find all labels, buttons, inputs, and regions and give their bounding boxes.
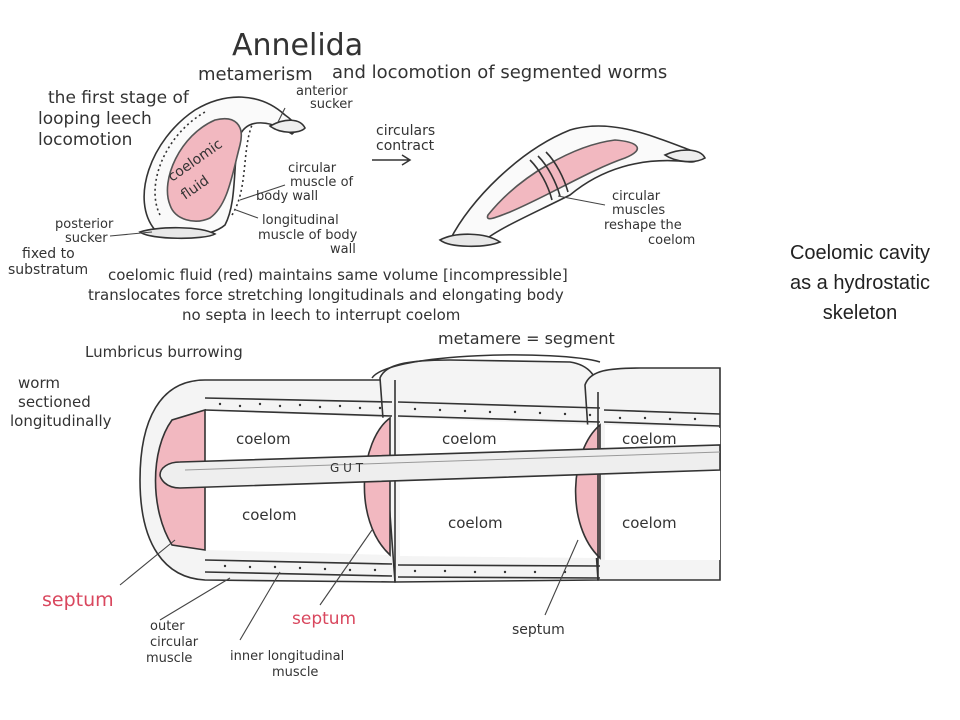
circulars-contract-line-1: circulars [376,123,435,139]
caption-line-2: as a hydrostatic [789,272,931,294]
note-line-1: coelomic fluid (red) maintains same volu… [108,266,568,284]
septum-label-red-2: septum [292,609,356,629]
coelom-label-6: coelom [622,514,677,532]
fixed-to-line-1: fixed to [22,246,75,262]
inner-longitudinal-line-1: inner longitudinal [230,649,344,664]
longitudinal-muscle-line-3: wall [330,242,356,257]
metamere-label: metamere = segment [438,329,615,348]
segment-brace [371,354,601,379]
leech-first-stage [138,96,306,240]
circular-muscle-line-3: body wall [256,189,318,204]
posterior-sucker-line-2: sucker [65,231,108,246]
inner-longitudinal-line-2: muscle [272,665,318,680]
lumbricus-label: Lumbricus burrowing [85,343,243,361]
note-line-3: no septa in leech to interrupt coelom [182,306,460,324]
gut-label: G U T [330,461,364,475]
worm-section [139,359,721,583]
outer-circular-line-2: circular [150,635,199,650]
note-line-2: translocates force stretching longitudin… [88,286,564,304]
coelom-label-1: coelom [236,430,291,448]
leech-extended [438,125,707,248]
leech-stage-line-1: the first stage of [48,88,190,108]
circular-muscle-line-1: circular [288,161,337,176]
posterior-sucker-line-1: posterior [55,217,114,232]
fixed-to-line-2: substratum [8,262,88,278]
leech-stage-line-2: looping leech [38,109,152,129]
coelom-label-2: coelom [442,430,497,448]
outer-circular-line-1: outer [150,619,185,634]
reshape-line-1: circular [612,189,661,204]
circular-muscle-line-2: muscle of [290,175,354,190]
subtitle-metamerism: metamerism [198,64,313,85]
leech-stage-line-3: locomotion [38,130,132,150]
coelom-label-4: coelom [242,506,297,524]
coelom-label-5: coelom [448,514,503,532]
circulars-contract-line-2: contract [376,138,435,154]
outer-circular-line-3: muscle [146,651,192,666]
worm-sectioned-line-3: longitudinally [10,412,112,430]
worm-sectioned-line-2: sectioned [18,393,91,411]
diagram-title: Annelida [232,28,363,63]
anterior-sucker-line-1: anterior [296,84,348,99]
coelom-label-3: coelom [622,430,677,448]
reshape-line-2: muscles [612,203,665,218]
subtitle-locomotion: and locomotion of segmented worms [332,62,667,83]
caption: Coelomic cavity as a hydrostatic skeleto… [760,238,960,328]
caption-line-1: Coelomic cavity [789,242,931,264]
leader-lines [109,107,606,641]
reshape-line-4: coelom [648,233,695,248]
reshape-line-3: reshape the [604,218,682,233]
septum-label-red-1: septum [42,589,114,611]
arrow-icon [372,154,412,166]
septum-label-3: septum [512,622,565,638]
longitudinal-muscle-line-2: muscle of body [258,228,358,243]
longitudinal-muscle-line-1: longitudinal [262,213,339,228]
caption-line-3: skeleton [822,302,898,324]
worm-sectioned-line-1: worm [18,374,60,392]
anterior-sucker-line-2: sucker [310,97,353,112]
